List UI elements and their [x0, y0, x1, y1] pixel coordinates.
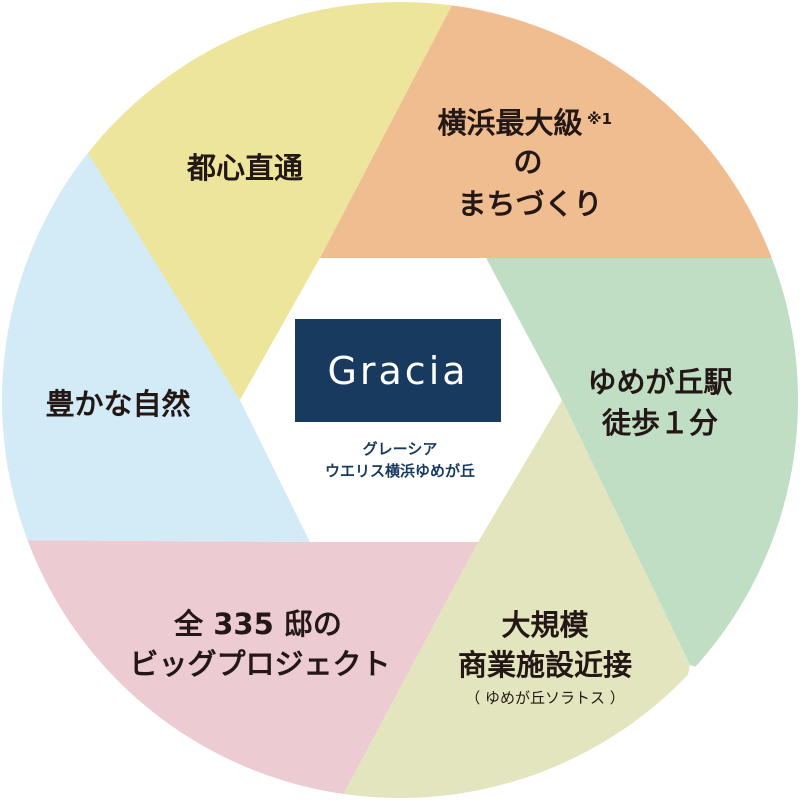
segment-top-left-label: 都心直通: [186, 151, 303, 185]
segment-bottom-right-label-line2: 商業施設近接: [458, 648, 632, 682]
segment-top-right-superscript: ※1: [587, 110, 612, 128]
segment-top-right-label-line3: まちづくり: [457, 187, 602, 221]
segment-right: [486, 258, 798, 700]
segment-top-right-label-line1: 横浜最大級: [437, 106, 582, 140]
center-subtitle-line2: ウエリス横浜ゆめが丘: [324, 462, 475, 480]
segment-bottom-right-label-line1: 大規模: [501, 608, 589, 642]
segment-bottom-left-label-line1: 全 335 邸の: [173, 607, 342, 641]
segment-top-right-label-line2: の: [513, 145, 542, 179]
center-subtitle-line1: グレーシア: [362, 440, 438, 458]
segment-right-label-line2: 徒歩１分: [601, 406, 718, 440]
segment-right-label-line1: ゆめが丘駅: [587, 365, 732, 399]
segment-bottom-right-note: （ ゆめが丘ソラトス ）: [465, 689, 625, 707]
segment-left: [2, 120, 310, 542]
segment-left-label: 豊かな自然: [45, 387, 190, 421]
gracia-logo: Gracia: [295, 319, 501, 422]
segment-bottom-right: [335, 400, 690, 798]
gracia-logo-text: Gracia: [327, 348, 469, 393]
segment-bottom-left-label-line2: ビッグプロジェクト: [129, 647, 390, 681]
